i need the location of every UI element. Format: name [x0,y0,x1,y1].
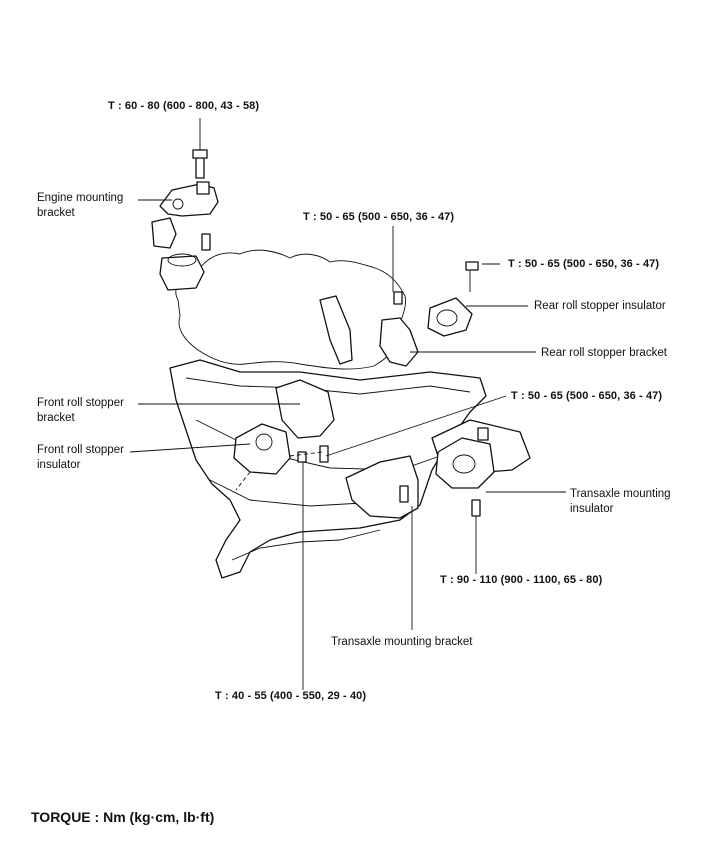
engine-mount-small-bolt [201,233,211,251]
subframe [169,359,487,579]
label-rear-roll-stopper-bracket: Rear roll stopper bracket [541,347,667,359]
label-front-roll-stopper-bracket: Front roll stopper bracket [37,397,124,424]
transaxle-mounting-insulator-shape [435,437,495,489]
torque-rear-bracket: T : 50 - 65 (500 - 650, 36 - 47) [303,211,455,223]
leader-mid-right-torque [325,395,507,457]
leader-front-insulator [129,443,251,453]
engine-outline [175,249,407,370]
front-roll-stopper-bracket-shape [275,379,335,439]
subframe-inner-rail [185,377,471,561]
torque-mid-right: T : 50 - 65 (500 - 650, 36 - 47) [511,390,663,402]
label-transaxle-mounting-insulator: Transaxle mounting insulator [570,488,671,515]
torque-rear-insulator: T : 50 - 65 (500 - 650, 36 - 47) [508,258,660,270]
rear-roll-stopper-insulator-shape [427,297,473,337]
torque-front-insulator: T : 40 - 55 (400 - 550, 29 - 40) [215,690,367,702]
label-transaxle-mounting-bracket: Transaxle mounting bracket [331,636,473,648]
engine-mount-insulator [159,255,205,291]
label-rear-roll-stopper-insulator: Rear roll stopper insulator [534,300,666,312]
torque-transaxle-insulator: T : 90 - 110 (900 - 1100, 65 - 80) [440,574,603,586]
torque-engine-bracket: T : 60 - 80 (600 - 800, 43 - 58) [108,100,260,112]
label-front-roll-stopper-insulator: Front roll stopper insulator [37,444,124,471]
engine-mount-block [151,217,177,249]
front-roll-stopper-insulator-shape [233,423,291,475]
rear-roll-stopper-bracket-shape [379,317,419,367]
torque-units-note: TORQUE : Nm (kg·cm, lb·ft) [31,809,215,825]
label-engine-mounting-bracket: Engine mounting bracket [37,192,124,219]
